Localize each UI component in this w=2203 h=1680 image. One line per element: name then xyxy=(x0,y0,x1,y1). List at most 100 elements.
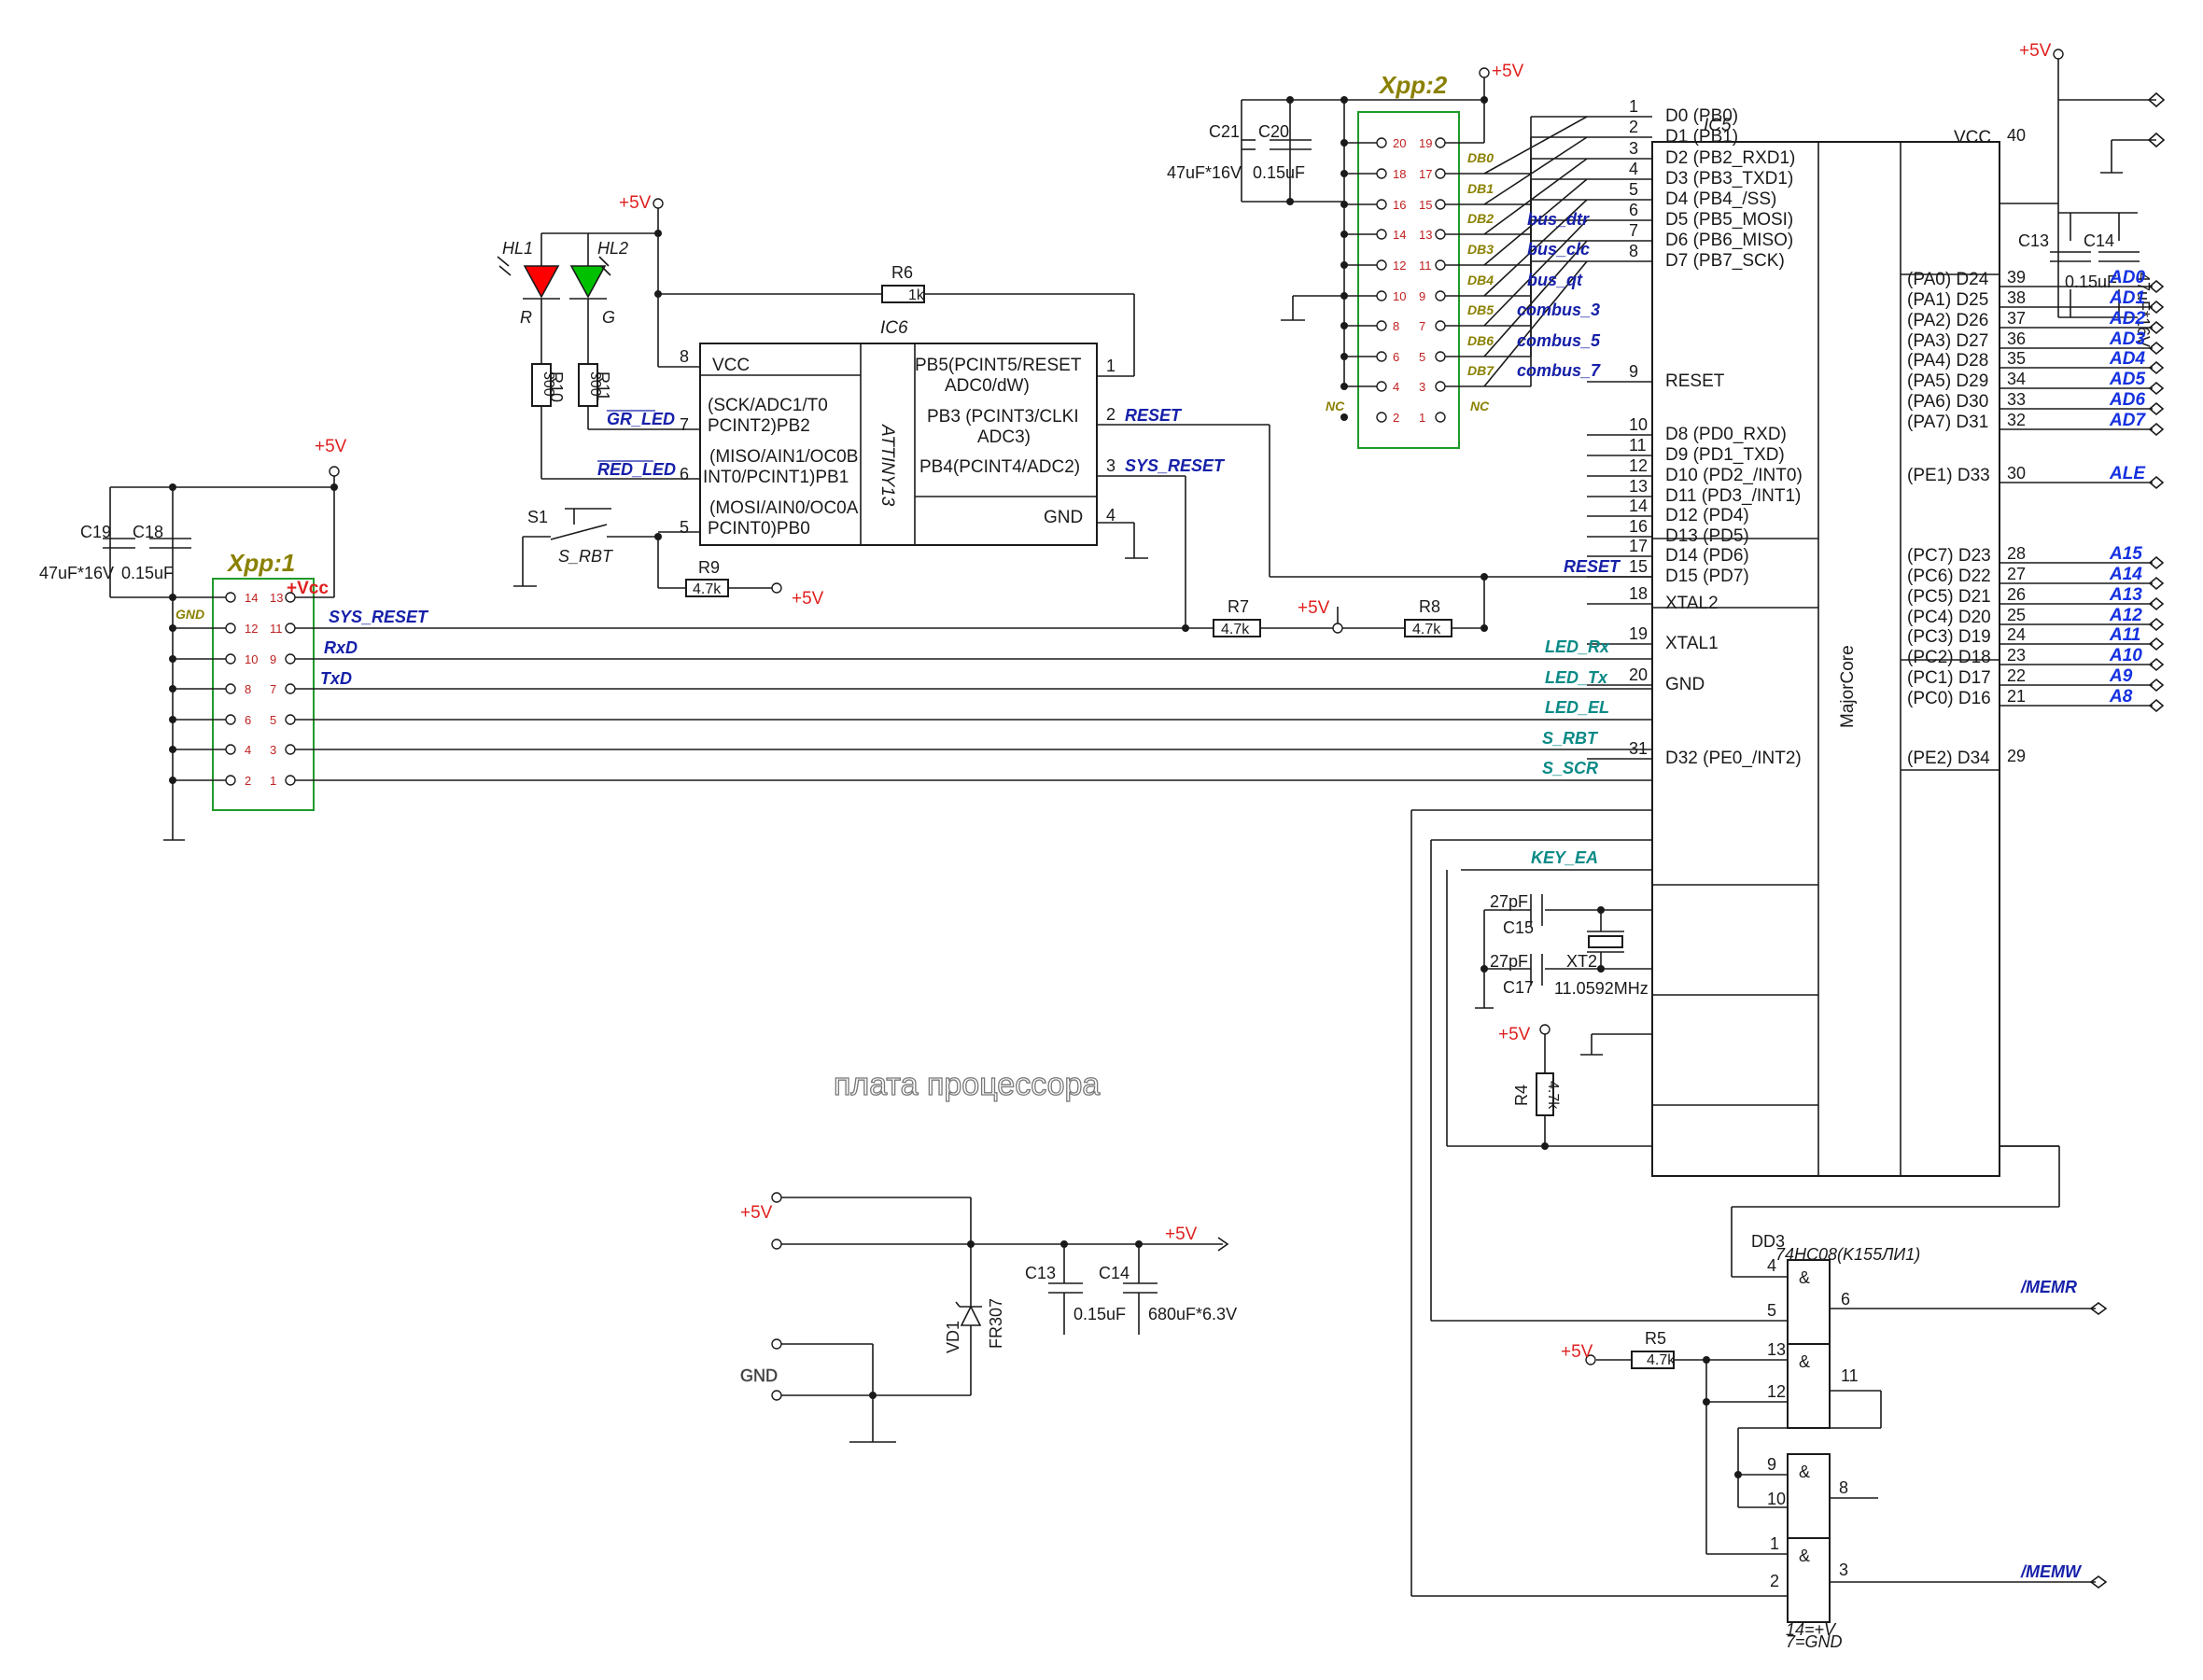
r7-ref: R7 xyxy=(1228,597,1249,616)
xpp2-db-label: DB1 xyxy=(1467,181,1494,196)
ic5-pin-label: (PC3) D19 xyxy=(1907,627,1991,647)
xpp1-pin-num: 8 xyxy=(245,682,251,696)
xpp2-pin-num: 18 xyxy=(1393,167,1406,181)
r5-supply-label: +5V xyxy=(1561,1342,1593,1362)
net-rxd: RxD xyxy=(324,638,358,657)
ic5-pin-num: 6 xyxy=(1629,201,1638,219)
ic5-pin-num: 27 xyxy=(2007,565,2026,583)
ic5-pin-num: 35 xyxy=(2007,349,2026,368)
ic5-pin-label: (PC0) D16 xyxy=(1907,689,1991,708)
xpp2-pin-num: 19 xyxy=(1419,136,1432,150)
xpp1-pin-num: 11 xyxy=(270,622,283,636)
c13b-value: 0.15uF xyxy=(1073,1305,1126,1323)
ic6-pin7-label-b: PCINT2)PB2 xyxy=(708,416,810,436)
psu-output-supply-label: +5V xyxy=(1165,1225,1198,1244)
xpp2-pin-num: 8 xyxy=(1393,319,1399,333)
xpp2-pin-num: 6 xyxy=(1393,350,1399,364)
ic5-pin-num: 15 xyxy=(1629,557,1648,576)
xpp2-to-ic5-lines: bus_dtr bus_clc bus_qt combus_3 combus_5… xyxy=(1517,210,1601,380)
dd3-pin-5: 5 xyxy=(1767,1301,1776,1320)
net-label: AD0 xyxy=(2109,268,2145,287)
ic5-pin-num: 34 xyxy=(2007,370,2026,388)
xpp1-pin-num: 5 xyxy=(270,713,276,727)
xpp2-db-label: DB6 xyxy=(1467,333,1494,348)
page-title: плата процессора xyxy=(834,1067,1100,1102)
ic5-pin-label: GND xyxy=(1665,675,1705,694)
r8-value: 4.7k xyxy=(1412,622,1441,637)
led-red-icon xyxy=(523,265,560,299)
net-bus-qt: bus_qt xyxy=(1527,271,1583,289)
xpp1-pin-num: 1 xyxy=(270,774,276,788)
ic6-pin8-label: VCC xyxy=(712,356,750,375)
xpp2-pin-num: 13 xyxy=(1419,228,1432,242)
r10-ref: R10 xyxy=(547,371,566,402)
ic5-pin-num: 19 xyxy=(1629,624,1648,643)
xpp1-pin-num: 7 xyxy=(270,682,276,696)
ic5-pin-num: 12 xyxy=(1629,456,1648,475)
ic5-pin-label: D12 (PD4) xyxy=(1665,506,1749,525)
net-label: AD2 xyxy=(2109,309,2145,329)
s1-net-label: S_RBT xyxy=(558,547,614,566)
ic5-pin-label: D3 (PB3_TXD1) xyxy=(1665,169,1793,189)
r7-r8-supply-label: +5V xyxy=(1298,598,1330,618)
ic5-vcc-supply-label: +5V xyxy=(2019,41,2052,61)
ic6-pin2-label-b: ADC3) xyxy=(977,427,1031,447)
ic5-pin-label: D0 (PB0) xyxy=(1665,106,1738,126)
ic5-pin-num: 22 xyxy=(2007,666,2026,685)
r10-value: 300 xyxy=(540,371,556,397)
ic6-pin-num-4: 4 xyxy=(1106,506,1116,525)
net-led-rx: LED_Rx xyxy=(1545,637,1610,656)
ic5-pin-num: 33 xyxy=(2007,390,2026,409)
xt2-ref: XT2 xyxy=(1566,952,1597,971)
ic5-pin-label: D14 (PD6) xyxy=(1665,546,1749,566)
ic6-pin-num-8: 8 xyxy=(680,347,689,366)
c13a-ref: C13 xyxy=(2018,231,2049,250)
ic5-right-bus-lines: AD0AD1AD2AD3AD4AD5AD6AD7ALEA15A14A13A12A… xyxy=(2000,268,2165,1147)
ic6-pin4-label: GND xyxy=(1044,508,1083,527)
net-label: A8 xyxy=(2109,687,2133,707)
net-reset-ic5: RESET xyxy=(1564,557,1621,576)
ic5-pin-num: 2 xyxy=(1629,118,1638,136)
ic6-surroundings: +5V 1k R6 HL1 HL2 R G 300 300 R10 R11 xyxy=(497,193,1270,628)
ic5-pin-num: 36 xyxy=(2007,329,2026,348)
xpp2-pin-num: 12 xyxy=(1393,259,1406,273)
xpp2-ref: Xpp:2 xyxy=(1378,71,1448,99)
xpp1-pin-num: 3 xyxy=(270,743,276,757)
net-label: ALE xyxy=(2109,464,2146,483)
c13b-ref: C13 xyxy=(1025,1264,1056,1282)
dd3-ref: DD3 xyxy=(1751,1232,1785,1251)
dd3-pin-9: 9 xyxy=(1767,1455,1776,1474)
s1-ref: S1 xyxy=(527,508,548,526)
net-label: AD5 xyxy=(2109,370,2145,389)
r11-ref: R11 xyxy=(594,371,612,401)
dd3-gate2-symbol: & xyxy=(1799,1352,1810,1371)
ic6-pin5-label-a: (MOSI/AIN0/OC0A xyxy=(709,498,859,518)
ic5-pin-label: (PA6) D30 xyxy=(1907,392,1988,412)
r4-ref: R4 xyxy=(1512,1085,1531,1106)
dd3-pin-2: 2 xyxy=(1770,1572,1779,1590)
ic5-pin-num: 3 xyxy=(1629,139,1638,158)
c14a-ref: C14 xyxy=(2084,231,2114,250)
ic6-ref: IC6 xyxy=(880,318,908,338)
ic6-pin5-label-b: PCINT0)PB0 xyxy=(708,519,810,539)
net-combus-7: combus_7 xyxy=(1517,361,1601,380)
hl2-color: G xyxy=(602,308,615,327)
xpp2-pin-num: 9 xyxy=(1419,289,1425,303)
c21-value: 47uF*16V xyxy=(1167,163,1242,182)
ic5-pin-num: 32 xyxy=(2007,411,2026,429)
xpp1-pin-num: 10 xyxy=(245,652,258,666)
ic5-pin-label: (PC2) D18 xyxy=(1907,648,1991,667)
ic5-pin-num: 13 xyxy=(1629,477,1648,496)
ic6-supply-label: +5V xyxy=(619,193,652,213)
ic5-pin-label: D10 (PD2_/INT0) xyxy=(1665,466,1803,485)
net-led-el: LED_EL xyxy=(1545,698,1609,717)
r6-ref: R6 xyxy=(891,263,913,282)
net-reset-ic6: RESET xyxy=(1125,406,1183,425)
xpp1-pin-num: 13 xyxy=(270,591,283,605)
net-sys-reset-x1: SYS_RESET xyxy=(329,608,429,626)
ic5-pin-num: 26 xyxy=(2007,585,2026,604)
net-sys-reset-ic6: SYS_RESET xyxy=(1125,456,1226,475)
net-gr-led: GR_LED xyxy=(607,410,675,428)
r5-ref: R5 xyxy=(1645,1329,1666,1348)
ic5-pin-label: (PC5) D21 xyxy=(1907,587,1991,607)
